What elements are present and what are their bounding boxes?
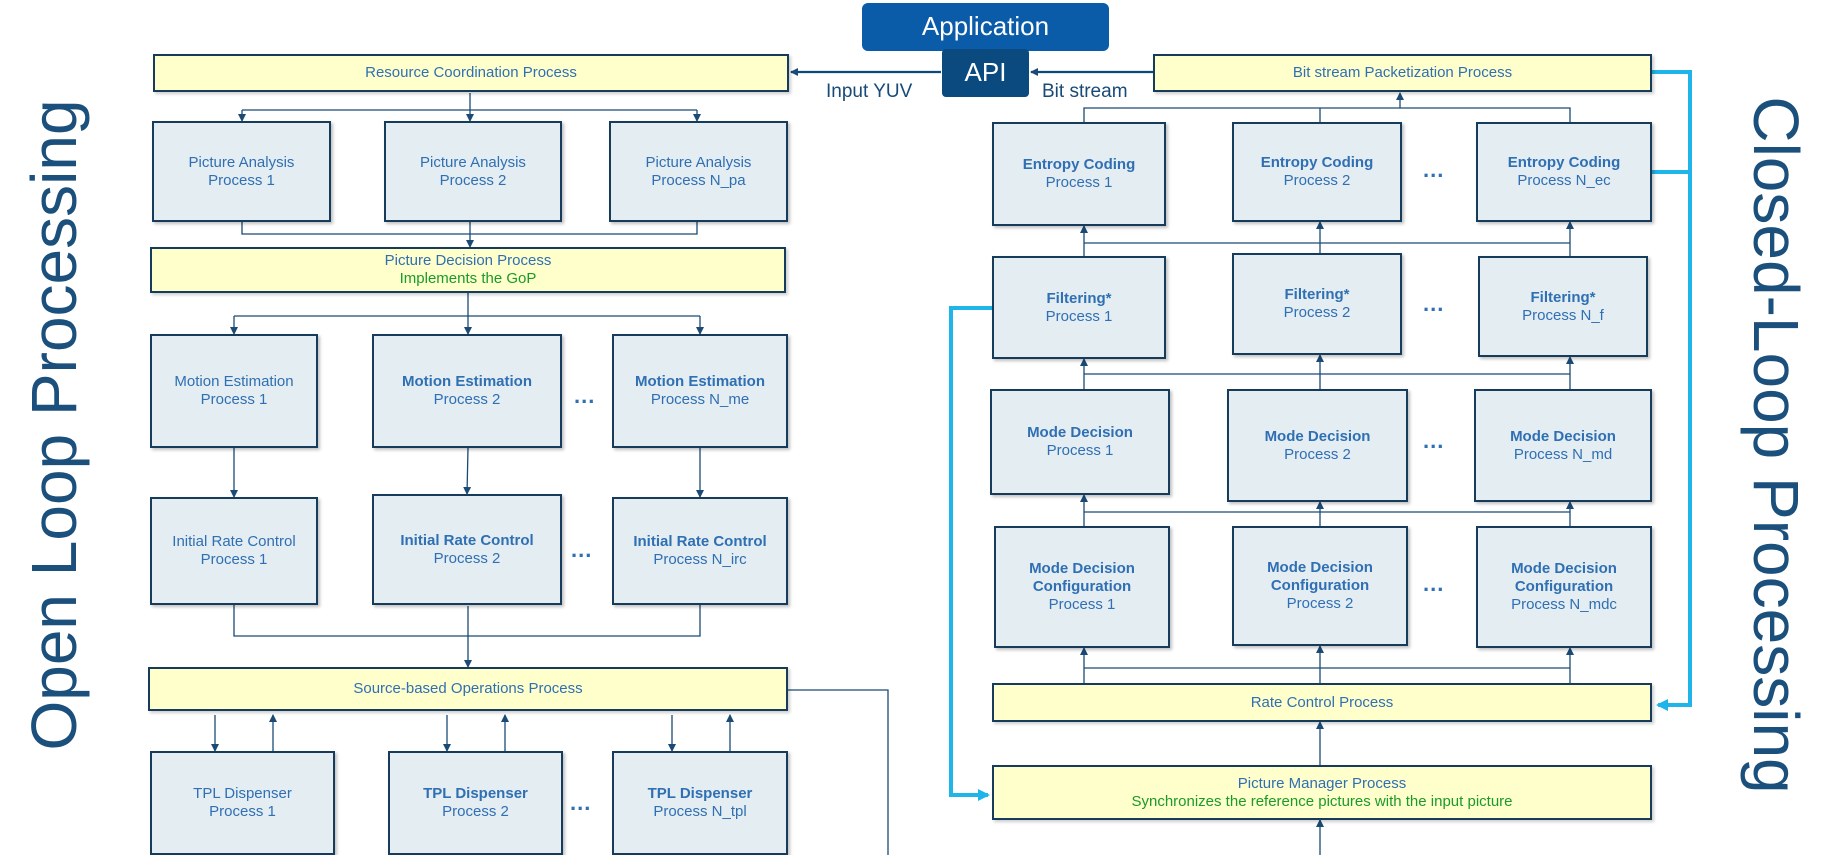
mode-decision-configuration-ellipsis: ... xyxy=(1423,571,1445,596)
mode-decision-ellipsis: ... xyxy=(1423,428,1445,453)
api-label: API xyxy=(964,57,1007,88)
application-box: Application xyxy=(862,3,1109,51)
filtering-process-2: Filtering*Process 2 xyxy=(1232,253,1402,355)
bit-stream-label: Bit stream xyxy=(1042,81,1128,102)
picture-decision-process: Picture Decision Process Implements the … xyxy=(150,247,786,293)
rate-control-process: Rate Control Process xyxy=(992,683,1652,722)
bitstream-packetization-process: Bit stream Packetization Process xyxy=(1153,54,1652,92)
entropy-coding-ellipsis: ... xyxy=(1423,157,1445,182)
filtering-process-n: Filtering*Process N_f xyxy=(1478,256,1648,357)
initial-rate-control-ellipsis: ... xyxy=(571,537,593,562)
input-yuv-label: Input YUV xyxy=(826,81,913,102)
open-loop-processing-label: Open Loop Processing xyxy=(18,99,90,751)
synchronizes-reference-note: Synchronizes the reference pictures with… xyxy=(1131,792,1513,810)
closed-loop-processing-label: Closed-Loop Processing xyxy=(1740,96,1812,794)
tpl-dispenser-ellipsis: ... xyxy=(570,790,592,815)
source-based-operations-process: Source-based Operations Process xyxy=(148,667,788,711)
motion-estimation-ellipsis: ... xyxy=(574,383,596,408)
filtering-process-1: Filtering*Process 1 xyxy=(992,256,1166,359)
implements-gop-note: Implements the GoP xyxy=(399,270,537,287)
api-box: API xyxy=(942,49,1029,97)
application-label: Application xyxy=(921,11,1050,42)
resource-coordination-process: Resource Coordination Process xyxy=(153,54,789,92)
filtering-ellipsis: ... xyxy=(1423,291,1445,316)
picture-manager-process: Picture Manager Process Synchronizes the… xyxy=(992,765,1652,820)
